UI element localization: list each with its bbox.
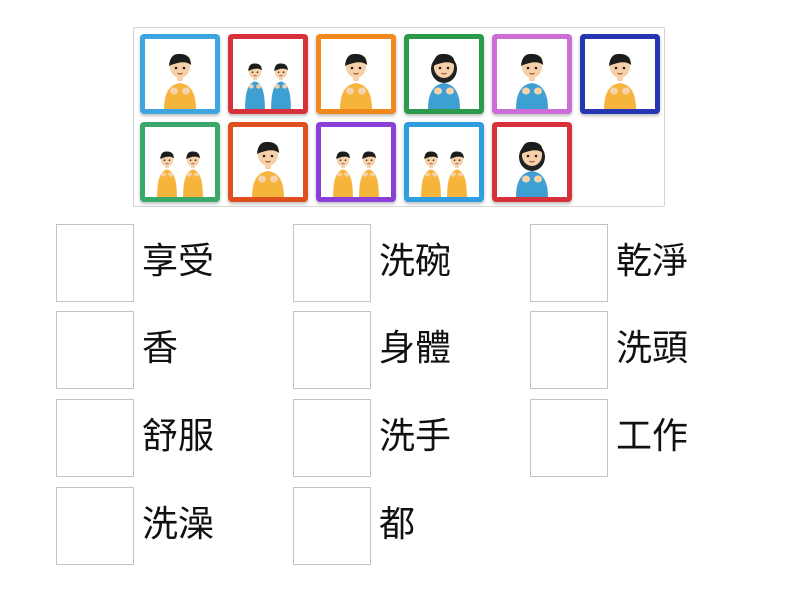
answer-drop-slot[interactable] xyxy=(530,311,608,389)
picture-tile[interactable] xyxy=(404,34,484,114)
child-arms-crossed-icon xyxy=(604,53,636,109)
word-label: 洗頭 xyxy=(616,328,689,369)
word-label: 都 xyxy=(379,504,416,545)
answer-drop-slot[interactable] xyxy=(293,487,371,565)
picture-tile[interactable] xyxy=(492,122,572,202)
woman-touching-chest-icon xyxy=(428,53,460,109)
word-label: 香 xyxy=(142,328,179,369)
picture-tile[interactable] xyxy=(316,122,396,202)
picture-tile[interactable] xyxy=(492,34,572,114)
word-label: 洗澡 xyxy=(142,504,215,545)
two-children-icon xyxy=(245,63,291,109)
answer-drop-slot[interactable] xyxy=(56,487,134,565)
child-washing-hands-icon xyxy=(516,53,548,109)
answer-drop-slot[interactable] xyxy=(293,311,371,389)
two-children-rubbing-hands-icon xyxy=(421,151,467,197)
picture-tile[interactable] xyxy=(580,34,660,114)
picture-tile[interactable] xyxy=(140,122,220,202)
word-label: 舒服 xyxy=(142,416,215,457)
picture-tile[interactable] xyxy=(228,34,308,114)
answer-drop-slot[interactable] xyxy=(56,399,134,477)
word-label: 洗碗 xyxy=(379,241,452,282)
picture-tile[interactable] xyxy=(404,122,484,202)
picture-tile[interactable] xyxy=(228,122,308,202)
girl-washing-hair-icon xyxy=(516,141,548,197)
two-children-purple-icon xyxy=(333,151,379,197)
word-label: 工作 xyxy=(616,416,689,457)
word-label: 享受 xyxy=(142,241,215,282)
answer-drop-slot[interactable] xyxy=(530,399,608,477)
child-scratching-arm-icon xyxy=(252,141,284,197)
image-tile-tray xyxy=(133,27,665,207)
child-hand-to-mouth-icon xyxy=(164,53,196,109)
answer-drop-slot[interactable] xyxy=(293,224,371,302)
child-hand-to-chest-icon xyxy=(340,53,372,109)
answer-drop-slot[interactable] xyxy=(530,224,608,302)
answer-drop-slot[interactable] xyxy=(56,311,134,389)
picture-tile[interactable] xyxy=(140,34,220,114)
two-children-yellow-icon xyxy=(157,151,203,197)
answer-drop-slot[interactable] xyxy=(293,399,371,477)
picture-tile[interactable] xyxy=(316,34,396,114)
word-label: 洗手 xyxy=(379,416,452,457)
word-label: 乾淨 xyxy=(616,241,689,282)
answer-drop-slot[interactable] xyxy=(56,224,134,302)
word-label: 身體 xyxy=(379,328,452,369)
